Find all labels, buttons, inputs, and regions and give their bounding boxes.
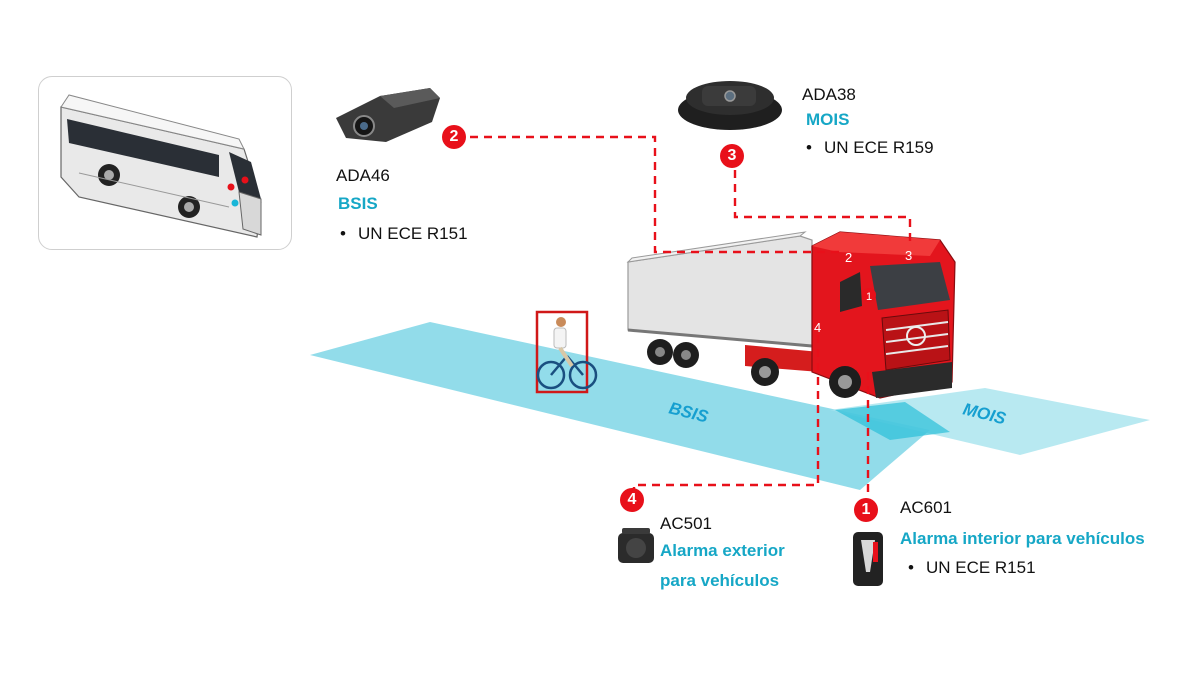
ada38-camera-image: [678, 81, 782, 130]
ac601-standard-text: UN ECE R151: [925, 558, 1036, 577]
ada38-function: MOIS: [806, 110, 850, 129]
ada46-standard-text: UN ECE R151: [357, 224, 468, 243]
ac601-device-image: [853, 532, 883, 586]
ada46-camera-image: [336, 88, 440, 142]
ac601-standard: • UN ECE R151: [908, 558, 1036, 578]
ada38-model: ADA38: [802, 85, 856, 104]
ac501-function-line1: Alarma exterior: [660, 541, 785, 560]
ac601-function: Alarma interior para vehículos: [900, 529, 1145, 548]
mois-zone: [830, 388, 1150, 455]
ada38-standard: • UN ECE R159: [806, 138, 934, 158]
ac501-model: AC501: [660, 514, 712, 533]
cyclist-detection-box: [535, 310, 589, 394]
ada46-model: ADA46: [336, 166, 390, 185]
ac501-device-image: [618, 528, 654, 563]
bus-illustration: [60, 94, 262, 238]
badge-1: 1: [854, 498, 878, 522]
ac601-model: AC601: [900, 498, 952, 517]
badge-3: 3: [720, 144, 744, 168]
bullet: •: [340, 224, 346, 243]
truck-illustration: [626, 231, 956, 399]
ada46-function: BSIS: [338, 194, 378, 213]
badge-2: 2: [442, 125, 466, 149]
bullet: •: [806, 138, 812, 157]
truck-marker-4: 4: [814, 320, 821, 335]
badge-4: 4: [620, 488, 644, 512]
bsis-zone: [310, 322, 930, 490]
ada46-standard: • UN ECE R151: [340, 224, 468, 244]
bus-thumbnail-card: [38, 76, 292, 250]
truck-marker-3: 3: [905, 248, 912, 263]
ada38-standard-text: UN ECE R159: [823, 138, 934, 157]
truck-marker-2: 2: [845, 250, 852, 265]
mois-zone-near: [835, 402, 950, 440]
bullet: •: [908, 558, 914, 577]
truck-marker-1: 1: [866, 291, 872, 303]
cyclist-illustration: [535, 310, 598, 394]
ac501-function-line2: para vehículos: [660, 571, 780, 590]
